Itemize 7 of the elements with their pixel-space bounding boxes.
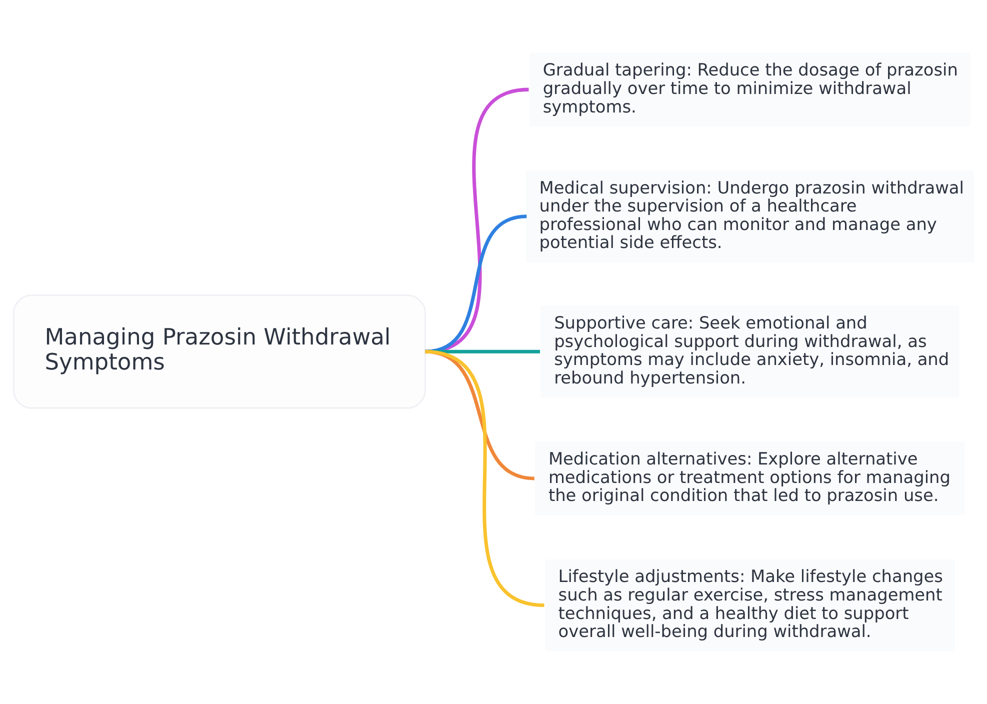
node-text: Gradual tapering: Reduce the dosage of prazosin gradually over time to minimize withdrawal symptoms. xyxy=(542,60,958,116)
connector xyxy=(424,350,545,607)
node-text: Medication alternatives: Explore alternative medications or treatment options for managing the original condition that led to prazosin use. xyxy=(548,448,950,506)
node-text: Medical supervision: Undergo prazosin withdrawal under the supervision of a healthcare professional who can monitor and manage any potential side effects. xyxy=(539,177,964,252)
node-text: Lifestyle adjustments: Make lifestyle changes such as regular exercise, stress management techniques, and a healthy diet to support overall well-being during withdrawal. xyxy=(558,566,943,642)
node-text: Supportive care: Seek emotional and psychological support during withdrawal, as symptoms may include anxiety, insomnia, and rebound hypertension. xyxy=(554,312,950,388)
node-box: Managing Prazosin Withdrawal Symptoms xyxy=(13,294,426,409)
